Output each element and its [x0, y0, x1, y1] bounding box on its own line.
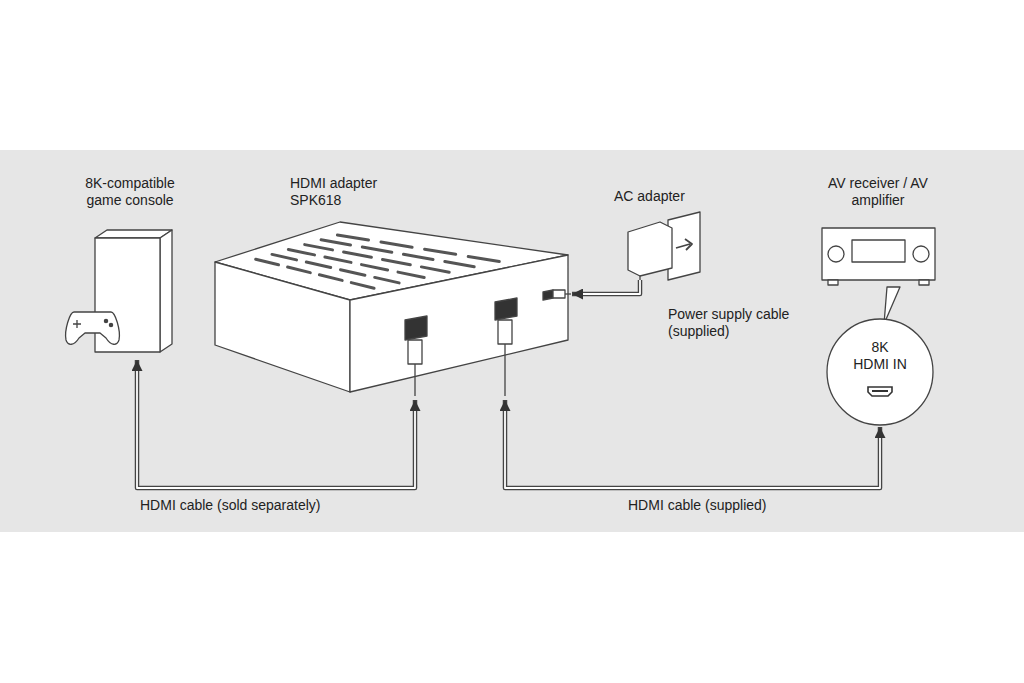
- game-console: [109, 323, 112, 326]
- callout-bubble: 8K HDMI IN: [825, 317, 935, 427]
- vent-slot: [319, 275, 342, 281]
- hdmi-adapter-box: [405, 316, 427, 340]
- game-console: [66, 312, 120, 344]
- av-receiver: [822, 228, 935, 280]
- vent-slot: [351, 283, 374, 289]
- hdmi-adapter-box: [504, 344, 505, 396]
- cable: [505, 400, 880, 488]
- vent-slot: [445, 262, 474, 267]
- vent-slot: [272, 254, 297, 260]
- cable-core: [572, 280, 640, 294]
- cable-label: HDMI cable (sold separately): [140, 497, 321, 514]
- av-receiver: [852, 240, 905, 262]
- av-receiver: [828, 246, 844, 262]
- hdmi-adapter-box: [350, 255, 568, 392]
- grey-band: [0, 150, 1024, 532]
- vent-slot: [362, 247, 392, 252]
- game-console: [95, 230, 172, 238]
- callout-text: 8K HDMI IN: [852, 339, 908, 373]
- hdmi-adapter-box: [215, 262, 350, 392]
- cable-label: Power supply cable (supplied): [668, 306, 808, 340]
- av-receiver: [884, 287, 900, 324]
- cable: [572, 280, 640, 294]
- game-console: [73, 320, 81, 328]
- hdmi-adapter-box: [215, 222, 571, 396]
- vent-slot: [362, 265, 388, 270]
- vent-slot: [305, 245, 333, 250]
- vent-slot: [306, 262, 330, 268]
- ac-adapter: [676, 239, 692, 250]
- adapter-area: HDMI adapter SPK618: [210, 175, 572, 400]
- vent-slots: [256, 235, 500, 288]
- vent-slot: [344, 252, 372, 257]
- hdmi-adapter-box: [414, 364, 415, 396]
- game-console: [66, 230, 172, 352]
- vent-slot: [398, 272, 424, 277]
- ac-adapter: [628, 222, 672, 276]
- av-receiver: [828, 280, 838, 285]
- cable-label: HDMI cable (supplied): [628, 497, 767, 514]
- vent-slot: [421, 267, 449, 272]
- hdmi-port-pins: [872, 390, 888, 392]
- vent-slot: [288, 267, 311, 273]
- hdmi-port-icon: [868, 387, 892, 396]
- vent-slot: [325, 257, 351, 262]
- receiver-area: AV receiver / AV amplifier: [810, 175, 945, 290]
- vent-slot: [288, 250, 314, 255]
- vent-slot: [381, 242, 412, 247]
- part-label: AC adapter: [614, 188, 714, 205]
- console-label-area: 8K-compatible game console: [50, 175, 200, 360]
- vent-slot: [375, 277, 399, 283]
- vent-slot: [383, 260, 411, 265]
- cable-core: [505, 400, 880, 488]
- part-label: 8K-compatible game console: [75, 175, 185, 209]
- ac-adapter: [668, 212, 700, 280]
- av-receiver: [919, 280, 929, 285]
- game-console: [104, 319, 107, 322]
- vent-slot: [321, 240, 350, 245]
- vent-slot: [341, 270, 365, 276]
- ac-adapter: [628, 212, 700, 282]
- vent-slot: [337, 235, 368, 240]
- bubble-circle: [827, 319, 933, 425]
- part-label: AV receiver / AV amplifier: [828, 175, 928, 209]
- ac-adapter-area: AC adapter: [600, 180, 720, 280]
- part-label: HDMI adapter SPK618: [290, 175, 400, 209]
- hdmi-adapter-box: [543, 290, 553, 300]
- vent-slot: [425, 249, 456, 254]
- hdmi-adapter-box: [408, 340, 422, 364]
- hdmi-adapter-box: [498, 320, 512, 344]
- vent-slot: [256, 259, 279, 265]
- game-console: [160, 230, 172, 352]
- hdmi-adapter-box: [565, 293, 571, 294]
- av-receiver: [822, 228, 935, 324]
- av-receiver: [913, 246, 929, 262]
- cable-core: [137, 360, 415, 488]
- cable: [137, 360, 415, 488]
- hdmi-adapter-box: [553, 290, 565, 298]
- hdmi-adapter-box: [495, 298, 517, 320]
- vent-slot: [404, 254, 434, 259]
- vent-slot: [468, 256, 499, 261]
